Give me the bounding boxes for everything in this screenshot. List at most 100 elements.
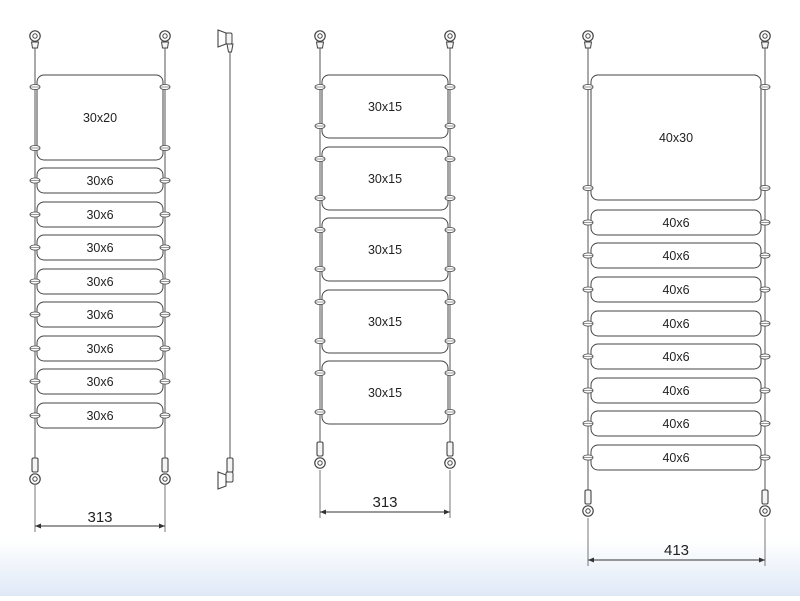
- arrowhead: [320, 509, 326, 515]
- panel-clamp-icon: [759, 252, 771, 259]
- panel: 40x6: [582, 242, 771, 269]
- panel-size-label: 30x20: [83, 111, 117, 125]
- panel-clamp-icon: [759, 286, 771, 293]
- panel-frame: [321, 217, 449, 282]
- panel-size-label: 40x6: [662, 451, 689, 465]
- panel-size-label: 30x6: [86, 375, 113, 389]
- panel-size-label: 40x6: [662, 317, 689, 331]
- panel-clamp-icon: [759, 219, 771, 226]
- eyelet-icon: [29, 30, 41, 49]
- panel-clamp-icon: [159, 311, 171, 318]
- panel-clamp-icon: [159, 244, 171, 251]
- panel-clamp-icon: [759, 454, 771, 461]
- panel: 30x6: [29, 201, 171, 228]
- panel-clamp-icon: [29, 311, 41, 318]
- eyelet-icon: [444, 30, 456, 49]
- panel-clamp-icon: [159, 177, 171, 184]
- width-label: 313: [87, 509, 112, 526]
- panel-clamp-icon: [582, 387, 594, 394]
- bracket-body: [225, 471, 234, 483]
- panel-size-label: 40x6: [662, 249, 689, 263]
- bracket-neck: [226, 43, 234, 53]
- panel-clamp-icon: [582, 420, 594, 427]
- panel-clamp-icon: [314, 265, 326, 273]
- panel-size-label: 30x15: [368, 315, 402, 329]
- panel-clamp-icon: [29, 345, 41, 352]
- panel: 40x6: [582, 444, 771, 471]
- panel-size-label: 40x6: [662, 216, 689, 230]
- panel-clamp-icon: [759, 387, 771, 394]
- panel-clamp-icon: [759, 320, 771, 327]
- panel-clamp-icon: [159, 83, 171, 91]
- panel-clamp-icon: [29, 412, 41, 419]
- panel-size-label: 30x15: [368, 243, 402, 257]
- eyelet-icon: [159, 30, 171, 49]
- panel-clamp-icon: [314, 369, 326, 377]
- panel-clamp-icon: [29, 83, 41, 91]
- eyelet-icon: [582, 30, 594, 49]
- ceiling-wall-bracket-icon: [217, 29, 234, 53]
- panel-clamp-icon: [29, 244, 41, 251]
- panel-size-label: 30x6: [86, 208, 113, 222]
- panel-size-label: 30x6: [86, 308, 113, 322]
- panel-clamp-icon: [159, 278, 171, 285]
- panel-clamp-icon: [159, 211, 171, 218]
- panel-clamp-icon: [29, 278, 41, 285]
- bracket-plate: [217, 29, 227, 48]
- panel-clamp-icon: [444, 408, 456, 416]
- panel-clamp-icon: [444, 155, 456, 163]
- panel-clamp-icon: [29, 378, 41, 385]
- panel-size-label: 30x6: [86, 342, 113, 356]
- panel: 40x6: [582, 377, 771, 404]
- panel-frame: [590, 74, 762, 201]
- panel-clamp-icon: [159, 378, 171, 385]
- bracket-plate: [217, 471, 227, 490]
- panel: 40x6: [582, 276, 771, 303]
- panel-clamp-icon: [759, 83, 771, 91]
- panel: 30x6: [29, 368, 171, 395]
- panel-size-label: 40x6: [662, 417, 689, 431]
- panel-clamp-icon: [582, 320, 594, 327]
- panel-frame: [321, 74, 449, 139]
- cable-tensioner-icon: [314, 441, 326, 469]
- panel: 30x6: [29, 167, 171, 194]
- panel-clamp-icon: [582, 454, 594, 461]
- arrowhead: [759, 557, 765, 563]
- panel: 30x6: [29, 234, 171, 261]
- panel-size-label: 40x30: [659, 131, 693, 145]
- panel-clamp-icon: [759, 184, 771, 192]
- panel: 40x6: [582, 209, 771, 236]
- panel-frame: [321, 289, 449, 354]
- panel: 30x15: [314, 289, 456, 354]
- panel-clamp-icon: [582, 184, 594, 192]
- eyelet-icon: [314, 30, 326, 49]
- tensioner-body: [226, 457, 234, 473]
- panel: 40x6: [582, 410, 771, 437]
- arrowhead: [35, 523, 41, 529]
- panel-clamp-icon: [314, 194, 326, 202]
- panel-clamp-icon: [444, 226, 456, 234]
- panel: 30x6: [29, 402, 171, 429]
- arrowhead: [444, 509, 450, 515]
- panel-clamp-icon: [582, 286, 594, 293]
- panel-clamp-icon: [444, 83, 456, 91]
- panel-clamp-icon: [582, 219, 594, 226]
- panel: 40x6: [582, 343, 771, 370]
- width-dimension: 313: [319, 470, 451, 518]
- panel: 30x15: [314, 217, 456, 282]
- panel-clamp-icon: [444, 122, 456, 130]
- panel-clamp-icon: [582, 252, 594, 259]
- panel-clamp-icon: [159, 345, 171, 352]
- panel-frame: [321, 146, 449, 211]
- cable-tensioner-icon: [444, 441, 456, 469]
- cable-tensioner-icon: [759, 489, 771, 517]
- panel-clamp-icon: [444, 265, 456, 273]
- panel-clamp-icon: [314, 408, 326, 416]
- panel-clamp-icon: [314, 122, 326, 130]
- panel-size-label: 30x6: [86, 409, 113, 423]
- panel-clamp-icon: [314, 298, 326, 306]
